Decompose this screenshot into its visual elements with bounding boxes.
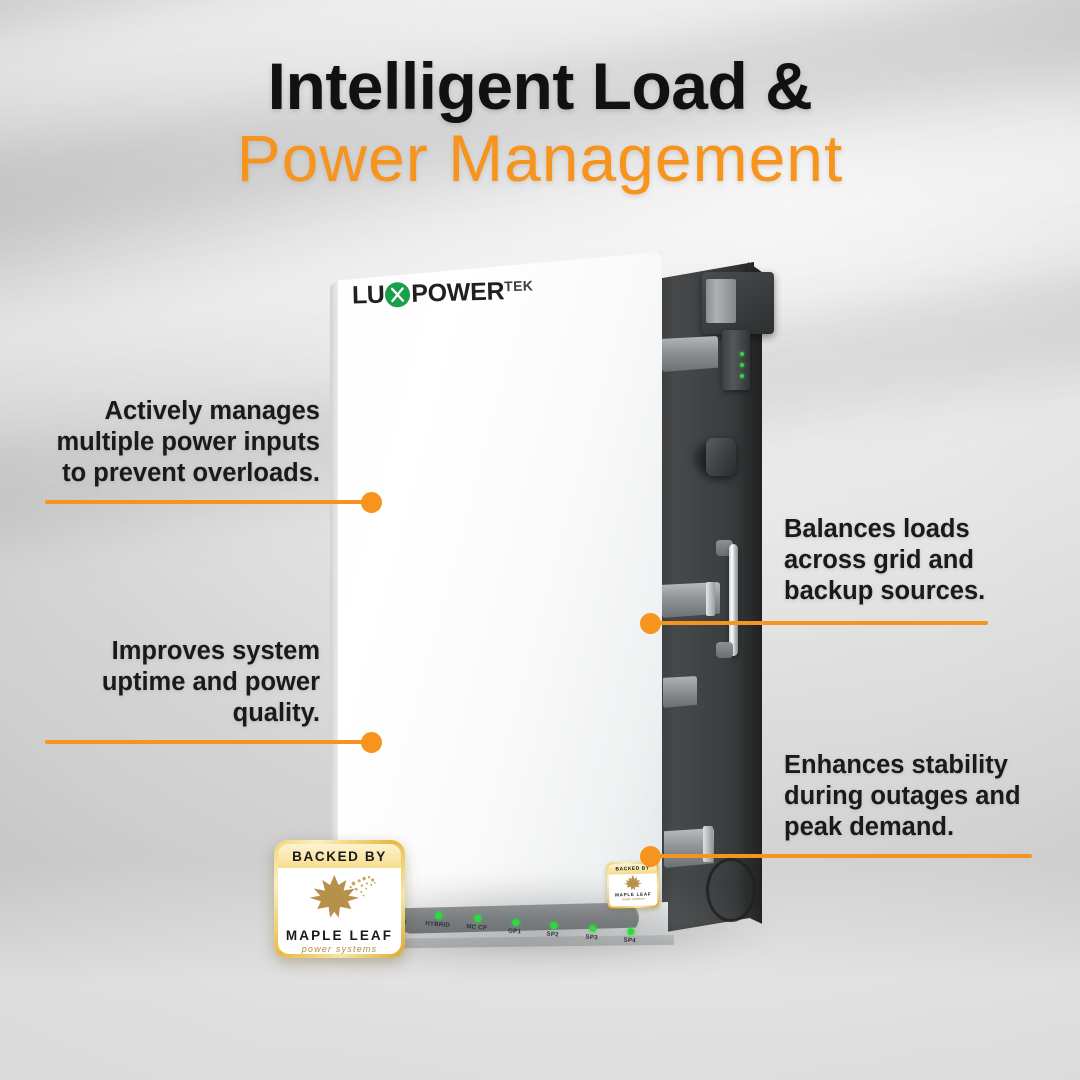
callout-text: Improves system uptime and power quality… (101, 637, 320, 727)
status-led-hybrid: HYBRID (424, 911, 453, 929)
callout-enhances-stability: Enhances stability during outages and pe… (784, 750, 1044, 843)
luxpowertek-logo: LU POWER TEK (352, 276, 534, 310)
led-bulb (549, 921, 558, 929)
door-latch-lower (663, 676, 697, 708)
status-led-sp2: SP2 (539, 921, 568, 939)
callout-leader-line-1 (45, 500, 375, 504)
callout-improves-uptime: Improves system uptime and power quality… (40, 636, 320, 729)
led-bulb (626, 927, 635, 936)
callout-text: Actively manages multiple power inputs t… (56, 397, 320, 487)
callout-actively-manages: Actively manages multiple power inputs t… (40, 396, 320, 489)
callout-leader-dot-1 (361, 492, 382, 513)
door-latch-middle-tab (706, 582, 715, 616)
status-led-gp1: GP1 (500, 917, 529, 935)
led-bulb (511, 918, 520, 926)
device-side-edge (748, 262, 762, 924)
headline-line-2: Power Management (236, 120, 844, 195)
status-led-mc-cp: MC CP (462, 914, 491, 932)
callout-text: Enhances stability during outages and pe… (784, 751, 1021, 841)
handle-post-top (716, 540, 733, 556)
vertical-module (722, 330, 750, 390)
logo-x-mark-icon (385, 281, 411, 308)
module-status-leds (740, 352, 744, 378)
logo-prefix: LU (351, 280, 385, 310)
led-bulb (434, 911, 443, 920)
led-label: GP1 (507, 926, 522, 935)
top-breaker-face-plate (706, 279, 736, 323)
logo-superscript: TEK (503, 277, 534, 295)
badge-backed-by-label: BACKED BY (292, 848, 387, 864)
maple-leaf-badge-small: BACKED BY MAPLE LEAF power systems (606, 861, 660, 909)
device-base-shadow (338, 935, 674, 949)
cable-gland-cutout (706, 858, 756, 922)
badge-tagline: power systems (301, 944, 378, 954)
callout-leader-line-3 (650, 621, 988, 625)
door-handle (729, 544, 738, 656)
page-title: Intelligent Load & Power Management (0, 52, 1080, 194)
callout-text: Balances loads across grid and backup so… (784, 515, 986, 605)
badge-company-name: MAPLE LEAF (285, 928, 394, 943)
headline-line-1: Intelligent Load & (267, 49, 813, 123)
callout-leader-line-2 (45, 740, 375, 744)
callout-leader-dot-3 (640, 613, 661, 634)
door-latch-upper (662, 336, 718, 372)
device-front-door (336, 252, 662, 932)
door-latch-bottom-tab (703, 826, 713, 862)
logo-suffix: POWER (410, 277, 505, 308)
callout-leader-dot-2 (361, 732, 382, 753)
rotary-knob (706, 438, 736, 476)
callout-balances-loads: Balances loads across grid and backup so… (784, 514, 1044, 607)
maple-leaf-icon-small (623, 875, 642, 891)
handle-post-bottom (716, 642, 733, 658)
status-led-sp3: SP3 (577, 924, 606, 942)
maple-leaf-icon (301, 872, 379, 927)
status-led-sp4: SP4 (615, 927, 644, 945)
led-bulb (473, 915, 481, 923)
badge-small-tagline: power systems (622, 896, 645, 902)
led-bulb (588, 924, 596, 933)
callout-leader-line-4 (650, 854, 1032, 858)
badge-small-backed-by: BACKED BY (615, 865, 650, 873)
device-front-left-edge (330, 280, 338, 932)
callout-leader-dot-4 (640, 846, 661, 867)
maple-leaf-badge: BACKED BY MAPLE LEAF powe (274, 840, 405, 958)
